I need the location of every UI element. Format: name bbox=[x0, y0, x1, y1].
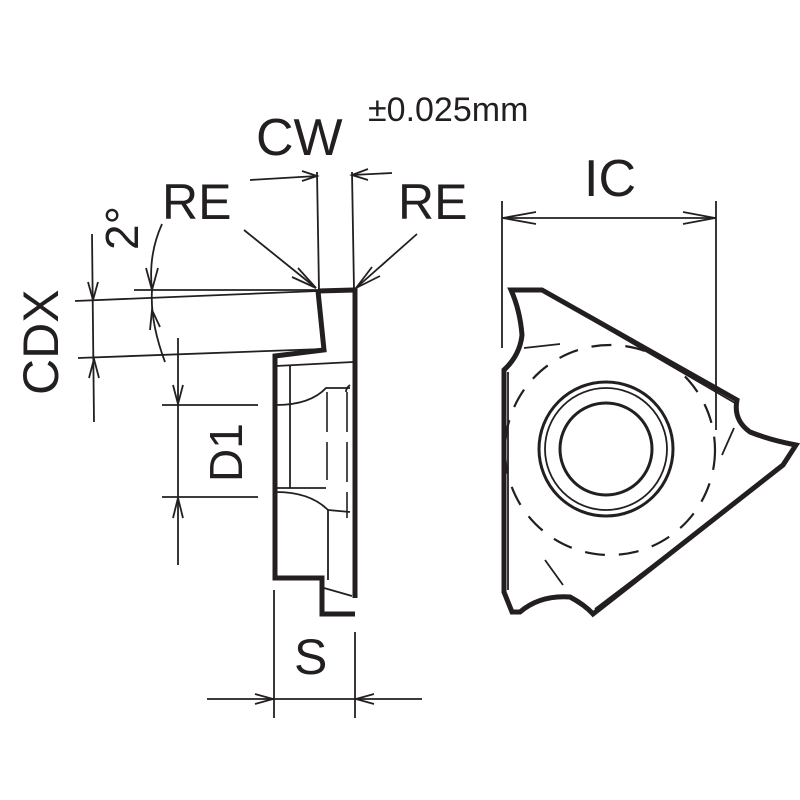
cw-dimension: CW ±0.025mm bbox=[249, 91, 528, 291]
cdx-dimension: CDX 2° bbox=[13, 206, 324, 423]
re-left-label: RE bbox=[162, 174, 231, 230]
insert-body-outline bbox=[272, 290, 355, 617]
insert-tip-outline bbox=[317, 287, 358, 598]
s-dimension: S bbox=[207, 590, 422, 718]
re-right-label: RE bbox=[398, 174, 467, 230]
cw-label: CW bbox=[256, 109, 343, 167]
top-view bbox=[501, 287, 800, 618]
ic-dimension: IC bbox=[501, 150, 717, 430]
s-label: S bbox=[294, 629, 327, 685]
angle-label: 2° bbox=[96, 206, 148, 250]
side-view bbox=[272, 287, 358, 617]
cdx-label: CDX bbox=[13, 289, 69, 395]
d1-label: D1 bbox=[200, 423, 252, 482]
re-dimension: RE RE bbox=[162, 174, 467, 289]
cw-tolerance-label: ±0.025mm bbox=[368, 91, 528, 129]
ic-label: IC bbox=[584, 150, 636, 208]
d1-dimension: D1 bbox=[162, 338, 258, 565]
insert-outline bbox=[501, 287, 800, 618]
